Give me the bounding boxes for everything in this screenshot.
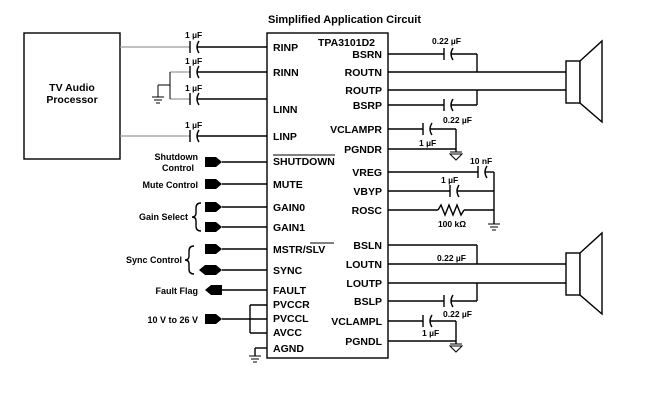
chip-name: TPA3101D2 xyxy=(318,37,375,49)
shutdown-control-label-1: Shutdown xyxy=(155,152,199,162)
shutdown-input-connector xyxy=(205,157,222,167)
supply-input-connector xyxy=(205,314,222,324)
pin-rinn: RINN xyxy=(273,67,299,79)
fault-output-connector xyxy=(205,285,222,295)
supply-voltage-label: 10 V to 26 V xyxy=(147,315,198,325)
cap-vclampl-value: 0.22 µF xyxy=(443,309,472,319)
pin-shutdown: SHUTDOWN xyxy=(273,156,335,168)
tpa3101d2-chip xyxy=(266,32,389,359)
pin-bsrn: BSRN xyxy=(352,49,382,61)
shutdown-control-label-2: Control xyxy=(162,163,194,173)
pin-vreg: VREG xyxy=(352,167,382,179)
cap-rinp-value: 1 µF xyxy=(185,30,202,40)
sync-control-label: Sync Control xyxy=(126,255,182,265)
pin-rinp: RINP xyxy=(273,42,298,54)
cap-linn-value: 1 µF xyxy=(185,83,202,93)
gain1-input-connector xyxy=(205,222,222,232)
cap-vbyp-value: 1 µF xyxy=(441,175,458,185)
pin-pgndr: PGNDR xyxy=(344,144,382,156)
processor-label-line2: Processor xyxy=(46,94,97,106)
pin-pvccl: PVCCL xyxy=(273,313,309,325)
pin-pgndl: PGNDL xyxy=(345,336,382,348)
pin-avcc: AVCC xyxy=(273,327,302,339)
pin-linp: LINP xyxy=(273,131,297,143)
pin-bsrp: BSRP xyxy=(353,100,382,112)
pin-pvccr: PVCCR xyxy=(273,299,310,311)
right-speaker-icon xyxy=(565,39,603,124)
gain-select-brace xyxy=(191,202,202,232)
cap-bsl-value: 0.22 µF xyxy=(437,253,466,263)
pin-gain0: GAIN0 xyxy=(273,202,305,214)
pin-mute: MUTE xyxy=(273,179,303,191)
input-wiring xyxy=(120,46,267,137)
processor-label-line1: TV Audio xyxy=(49,82,95,94)
cap-vclampl-second-value: 1 µF xyxy=(422,328,439,338)
diagram-title: Simplified Application Circuit xyxy=(268,14,421,26)
pin-vclampr: VCLAMPR xyxy=(330,124,382,136)
right-output-wiring xyxy=(388,53,566,353)
pin-mstr: MSTR/SLV xyxy=(273,244,325,256)
pin-vbyp: VBYP xyxy=(353,186,382,198)
pin-routn: ROUTN xyxy=(345,67,382,79)
pin-linn: LINN xyxy=(273,104,298,116)
mstr-input-connector xyxy=(205,244,222,254)
control-wiring xyxy=(222,161,267,363)
pin-bsln: BSLN xyxy=(353,240,382,252)
output-capacitors xyxy=(422,47,488,328)
pin-sync: SYNC xyxy=(273,265,303,277)
input-capacitors xyxy=(189,40,200,143)
cap-vclampr-second-value: 1 µF xyxy=(419,138,436,148)
pin-rosc: ROSC xyxy=(352,205,383,217)
sync-control-brace xyxy=(184,245,195,275)
cap-bsr-value: 0.22 µF xyxy=(432,36,461,46)
sync-bidir-connector xyxy=(199,265,222,275)
control-connectors xyxy=(199,157,222,324)
cap-rinn-value: 1 µF xyxy=(185,56,202,66)
cap-linp-value: 1 µF xyxy=(185,120,202,130)
fault-flag-label: Fault Flag xyxy=(156,286,199,296)
cap-vclampr-value: 0.22 µF xyxy=(443,115,472,125)
left-speaker-icon xyxy=(565,231,603,316)
tv-audio-processor-box xyxy=(23,32,121,160)
pin-routp: ROUTP xyxy=(345,85,382,97)
pin-fault: FAULT xyxy=(273,285,307,297)
cap-vreg-value: 10 nF xyxy=(470,156,492,166)
mute-input-connector xyxy=(205,179,222,189)
gain0-input-connector xyxy=(205,202,222,212)
mute-control-label: Mute Control xyxy=(143,180,199,190)
pin-agnd: AGND xyxy=(273,343,304,355)
gain-select-label: Gain Select xyxy=(139,212,188,222)
pin-loutn: LOUTN xyxy=(346,259,382,271)
pin-bslp: BSLP xyxy=(354,296,382,308)
pin-loutp: LOUTP xyxy=(346,278,382,290)
pin-gain1: GAIN1 xyxy=(273,222,305,234)
resistor-rosc-value: 100 kΩ xyxy=(438,219,466,229)
pin-vclampl: VCLAMPL xyxy=(331,316,382,328)
